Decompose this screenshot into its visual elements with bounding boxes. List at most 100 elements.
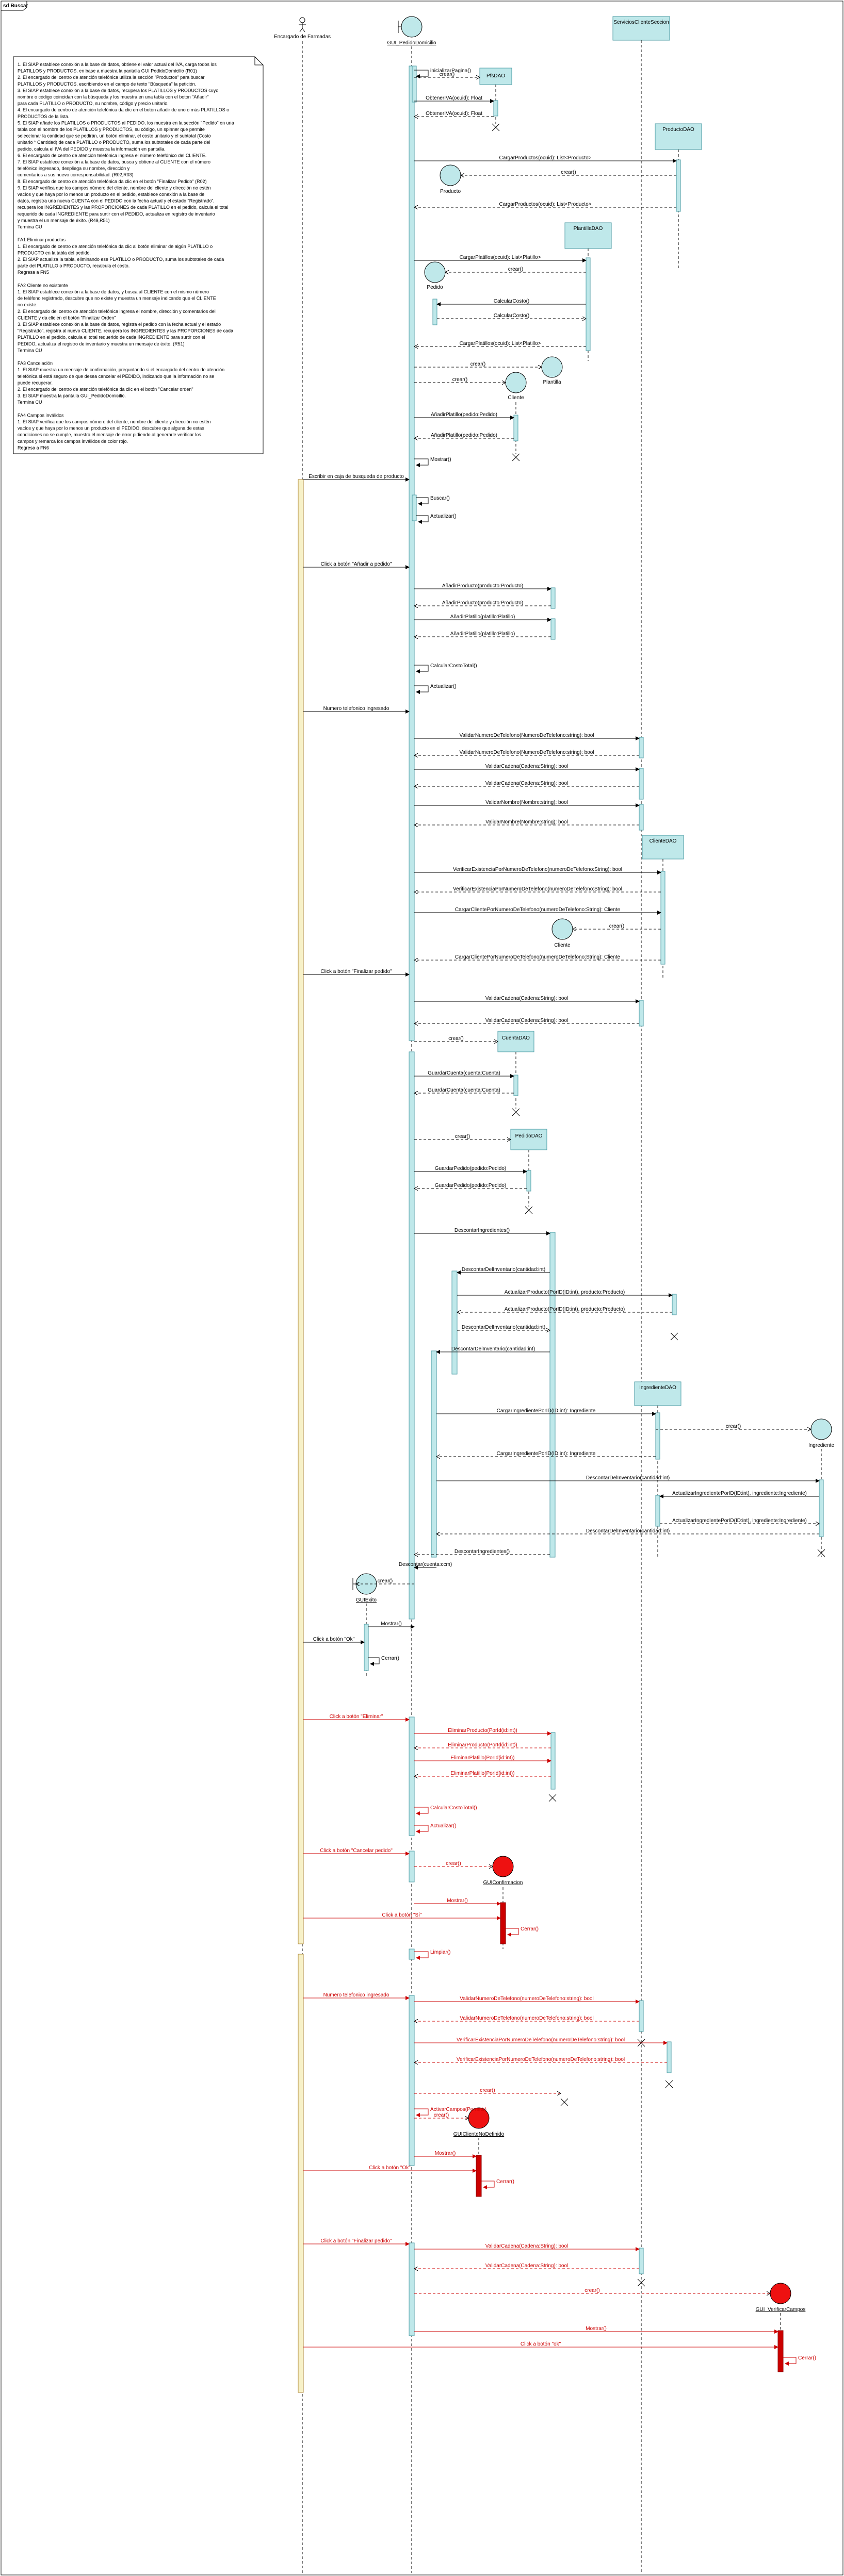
plantilla-label: Plantilla [543, 379, 561, 385]
message-label: CalcularCostoTotal() [430, 1805, 477, 1811]
note-line: Termina CU [18, 400, 42, 405]
note-line: "Registrado", registra al nuevo CLIENTE,… [18, 328, 233, 334]
note-line: Regresa a FN5 [18, 270, 49, 275]
message-m61: DescontarDelInventario(cantidad:int) [436, 1528, 819, 1534]
message-label: CargarIngredientePorID(ID:int): Ingredie… [497, 1408, 596, 1414]
note-line: datos, registra una nueva CUENTA con el … [18, 199, 215, 204]
note-line: 9. El SIAP verifica que los campos númer… [18, 185, 211, 190]
note-line: nombre o código coincidan con la búsqued… [18, 94, 209, 100]
message-m26: CalcularCostoTotal() [414, 663, 477, 673]
message-label: crear() [609, 923, 624, 929]
gui-activation-2 [409, 1051, 415, 1620]
message-m44: GuardarCuenta(cuenta:Cuenta) [414, 1070, 514, 1078]
message-label: ValidarNumeroDeTelefono(NumeroDeTelefono… [459, 733, 594, 738]
message-r6: CalcularCostoTotal() [414, 1805, 477, 1815]
message-label: Numero telefonico ingresado [323, 1992, 389, 1998]
message-label: Mostrar() [381, 1621, 402, 1627]
gui-activation-finalizar [409, 2242, 415, 2336]
note-line: y muestra el un mensaje de éxito. (R49,R… [18, 218, 110, 223]
message-m31: ValidarCadena(Cadena:String): bool [414, 764, 640, 771]
note-line: PLATILLOS y PRODUCTOS, escribiendo en el… [18, 81, 196, 87]
message-label: Click a botón "Ok" [369, 2165, 411, 2171]
message-label: inicializarPagina() [430, 68, 471, 74]
servicios-act-7 [639, 2248, 644, 2274]
message-m36: VerificarExistenciaPorNumeroDeTelefono(n… [414, 886, 661, 892]
message-label: ValidarCadena(Cadena:String): bool [485, 996, 568, 1001]
message-m43: crear() [414, 1036, 498, 1042]
message-label: AñadirPlatillo(pedido:Pedido) [431, 433, 497, 438]
message-label: crear() [508, 267, 523, 272]
gui-activation-main [409, 65, 415, 1041]
message-label: Click a botón "ok" [521, 2341, 561, 2347]
message-label: CalcularCosto() [494, 299, 529, 304]
note-line: pedido, calcula el IVA del PEDIDO y mues… [18, 146, 165, 152]
note-line: 1. El SIAP muestra un mensaje de confirm… [18, 367, 224, 372]
message-m1: inicializarPagina() [414, 68, 471, 78]
note-line: 1. El encargado de centro de atención te… [18, 244, 213, 249]
message-label: crear() [440, 72, 455, 77]
servicios-act-2 [639, 768, 644, 800]
message-m48: GuardarPedido(pedido:Pedido) [414, 1183, 527, 1188]
message-m67: Cerrar() [368, 1656, 399, 1666]
object-confirmacion: GUIConfirmacion [483, 1856, 523, 1949]
message-label: Numero telefonico ingresado [323, 706, 389, 712]
message-label: Actualizar() [430, 514, 457, 519]
note-line: FA1 Eliminar productos [18, 237, 66, 242]
message-label: CargarProductos(ocuid): List<Producto> [499, 202, 592, 207]
frame-tab [1, 1, 27, 11]
message-label: ValidarNumeroDeTelefono(NumeroDeTelefono… [459, 750, 594, 755]
message-label: Cerrar() [521, 1926, 539, 1932]
message-m16: AñadirPlatillo(pedido:Pedido) [414, 433, 514, 438]
message-label: CalcularCostoTotal() [430, 663, 477, 669]
message-label: Actualizar() [430, 1823, 457, 1829]
note-line: puede recuperar. [18, 380, 53, 385]
note-line: parte del PLATILLO o PRODUCTO, recalcula… [18, 263, 129, 269]
note-line: 2. El SIAP actualiza la tabla, eliminand… [18, 257, 224, 262]
message-r3: EliminarProducto(PorId(id:int)) [414, 1742, 551, 1748]
message-m62: DescontarIngredientes() [414, 1549, 550, 1555]
guiexito-label: GUIExito [356, 1597, 377, 1603]
message-m64: crear() [356, 1578, 414, 1584]
message-label: AñadirPlatillo(pedido:Pedido) [431, 412, 497, 418]
object-guiexito: GUIExito [352, 1573, 377, 1676]
object-ingredientedao: IngredienteDAO [634, 1381, 681, 1557]
ingrediente-label: Ingrediente [808, 1443, 834, 1448]
note-line: PRODUCTOS de la lista. [18, 114, 69, 119]
note-line: 1. El SIAP verifica que los campos númer… [18, 419, 211, 424]
note-line: Termina CU [18, 348, 42, 353]
platillo-activation [549, 1232, 556, 1558]
message-label: Descontar(cuenta:ccm) [399, 1562, 452, 1567]
note-line: condiciones no se cumple, muestra el men… [18, 432, 201, 437]
object-cliente: Cliente [505, 372, 527, 461]
eliminar-act [550, 1732, 556, 1790]
gui-activation-cancelar [409, 1851, 415, 1883]
message-m24: AñadirPlatillo(platillo:Platillo) [414, 614, 551, 622]
message-m7: CargarProductos(ocuid): List<Producto> [414, 202, 676, 207]
message-r17: VerificarExistenciaPorNumeroDeTelefono(n… [414, 2037, 668, 2045]
message-m28: Numero telefonico ingresado [303, 706, 410, 714]
message-m46: crear() [414, 1134, 511, 1140]
productodao-label: ProductoDAO [662, 127, 694, 133]
message-m21: Click a botón "Añadir a pedido" [303, 562, 410, 569]
message-label: CalcularCosto() [494, 313, 529, 319]
message-m6: crear() [461, 170, 676, 175]
note-line: 2. El encargado del centro de atención t… [18, 75, 205, 80]
message-m47: GuardarPedido(pedido:Pedido) [414, 1166, 527, 1174]
note-line: Regresa a FN6 [18, 445, 49, 450]
message-m9: crear() [445, 267, 586, 272]
message-label: CargarIngredientePorID(ID:int): Ingredie… [497, 1451, 596, 1457]
note-line: recupera los INGREDIENTES y las PROPORCI… [18, 205, 229, 210]
note-line: CLIENTE y da clic en el botón "Finalizar… [18, 315, 116, 320]
note-line: 3. El SIAP establece conexión a la base … [18, 322, 221, 327]
note-line: campos y remarca los campos inválidos de… [18, 439, 128, 444]
message-m66: Click a botón "Ok" [303, 1637, 365, 1644]
message-m18: Escribir en caja de busqueda de producto [303, 474, 410, 482]
message-m14: crear() [414, 377, 506, 383]
message-label: EliminarPlatillo(PorId(id:int)) [451, 1771, 515, 1776]
gui-activation-eliminar [409, 1716, 415, 1836]
message-label: GuardarPedido(pedido:Pedido) [435, 1166, 506, 1171]
note-line: PLATILLOS y PRODUCTOS, en base a muestra… [18, 69, 197, 74]
message-label: DescontarDelInventario(cantidad:int) [451, 1346, 535, 1352]
message-m32: ValidarCadena(Cadena:String): bool [414, 781, 639, 786]
message-r10: Mostrar() [414, 1898, 501, 1906]
